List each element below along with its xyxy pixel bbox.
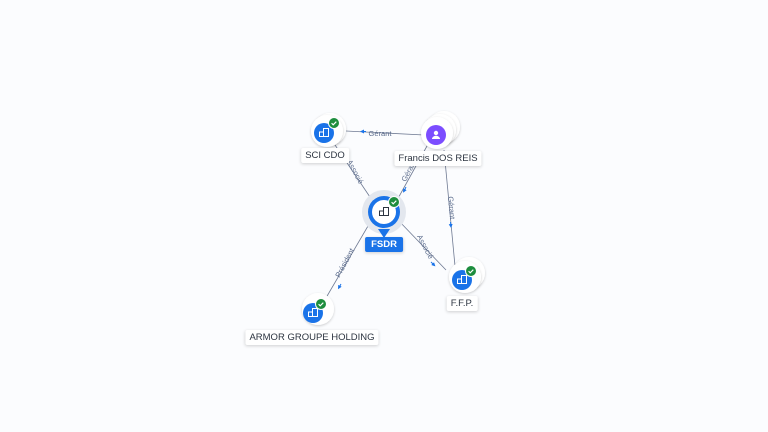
edge-fsdr-ffp[interactable]: Associé — [397, 219, 447, 271]
building-icon — [308, 308, 318, 317]
check-badge-icon — [465, 265, 477, 277]
node-label-sci-cdo[interactable]: SCI CDO — [301, 148, 349, 163]
edge-label-francis-ffp: Gérant — [446, 196, 457, 221]
node-ffp[interactable] — [449, 257, 485, 293]
check-badge-icon — [328, 117, 340, 129]
edge-armor-fsdr[interactable]: Président — [322, 225, 369, 304]
node-sci-cdo[interactable] — [311, 113, 346, 147]
person-icon — [432, 130, 440, 139]
node-label-francis[interactable]: Francis DOS REIS — [394, 151, 482, 166]
node-label-fsdr[interactable]: FSDR — [365, 237, 403, 252]
node-francis[interactable] — [421, 111, 460, 149]
check-badge-icon — [388, 196, 400, 208]
node-fsdr[interactable] — [362, 190, 406, 238]
building-icon — [457, 275, 467, 284]
node-armor[interactable] — [302, 293, 334, 325]
edge-label-fsdr-ffp: Associé — [415, 233, 435, 260]
node-label-ffp[interactable]: F.F.P. — [446, 296, 478, 311]
edge-francis-sci[interactable]: Gérant — [345, 129, 425, 138]
check-badge-icon — [315, 298, 327, 310]
building-icon — [379, 207, 389, 216]
edge-label-francis-sci: Gérant — [369, 129, 393, 138]
node-label-armor[interactable]: ARMOR GROUPE HOLDING — [245, 330, 379, 345]
building-icon — [319, 128, 329, 137]
edge-label-armor-fsdr: Président — [333, 246, 356, 279]
edge-francis-ffp[interactable]: Gérant — [443, 149, 457, 267]
